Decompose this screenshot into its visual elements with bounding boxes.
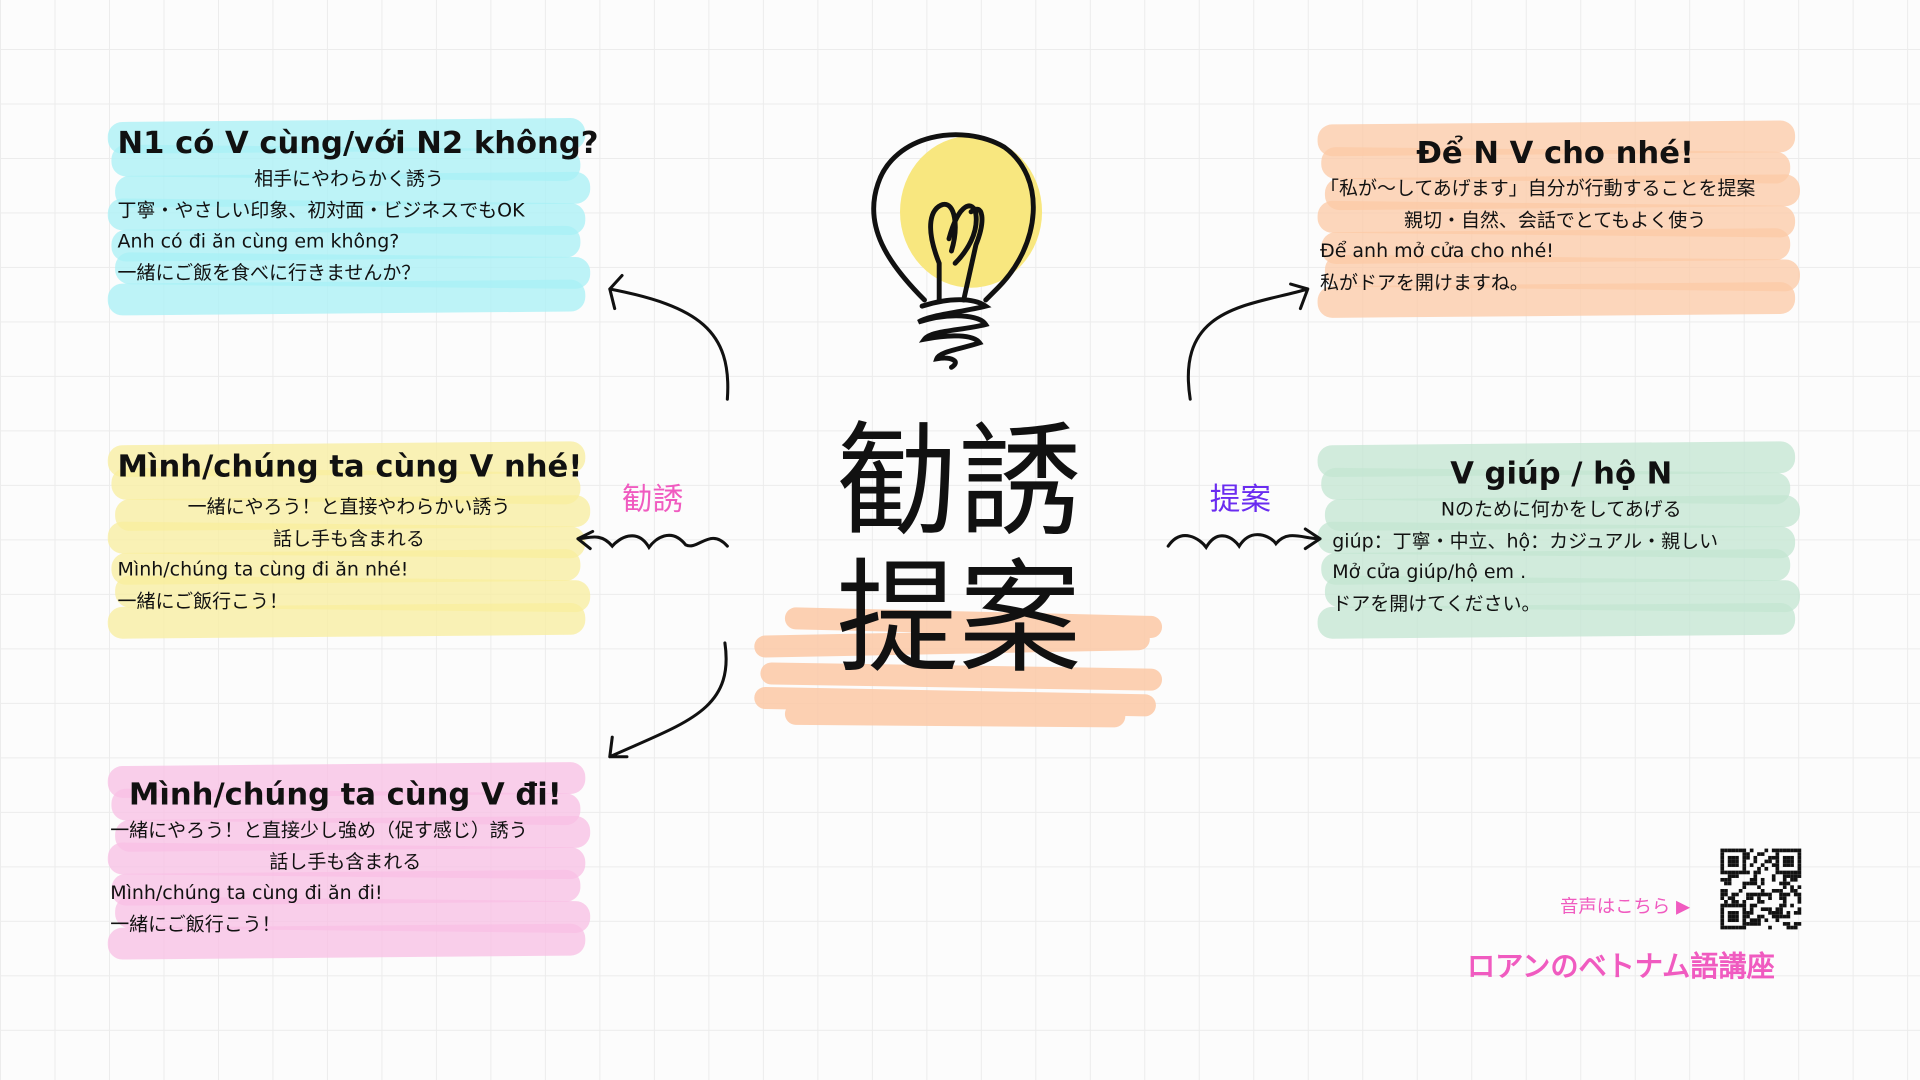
audio-link[interactable]: 音声はこちら ▶ [1560, 895, 1691, 918]
card-line: ドアを開けてください。 [1332, 592, 1541, 615]
arrow-to-card-giup [1166, 527, 1322, 551]
card-line: Để anh mở cửa cho nhé! [1320, 240, 1554, 263]
card-giup: V giúp / hộ N Nのために何かをしてあげる giúp：丁寧・中立、h… [1317, 441, 1801, 644]
center-title-line2: 提案 [836, 547, 1082, 691]
card-line: Mình/chúng ta cùng đi ăn đi! [110, 881, 383, 904]
label-kanyuu: 勧誘 [622, 481, 684, 517]
card-line: 丁寧・やさしい印象、初対面・ビジネスでもOK [117, 198, 525, 222]
card-line: 「私が～してあげます」自分が行動することを提案 [1320, 177, 1756, 200]
card-title: N1 có V cùng/với N2 không? [117, 124, 599, 161]
card-nhe: Mình/chúng ta cùng V nhé! 一緒にやろう！と直接やわらか… [107, 441, 591, 644]
arrow-to-card-question [608, 273, 730, 401]
card-line: 一緒にやろう！と直接やわらかい誘う [187, 495, 511, 518]
card-question: N1 có V cùng/với N2 không? 相手にやわらかく誘う 丁寧… [107, 117, 599, 321]
card-title: V giúp / hộ N [1450, 455, 1673, 492]
card-title: Mình/chúng ta cùng V đi! [128, 776, 562, 812]
arrow-to-card-de [1186, 282, 1310, 401]
center-title-line1: 勧誘 [836, 410, 1082, 554]
card-di: Mình/chúng ta cùng V đi! 一緒にやろう！と直接少し強め（… [107, 762, 591, 965]
card-line: 話し手も含まれる [269, 850, 422, 873]
arrow-to-card-di [608, 641, 728, 759]
card-line: Anh có đi ăn cùng em không? [117, 230, 400, 253]
card-de: Để N V cho nhé! 「私が～してあげます」自分が行動することを提案 … [1317, 120, 1801, 323]
card-line: 一緒にご飯を食べに行きませんか？ [117, 261, 421, 284]
card-line: 一緒にご飯行こう！ [110, 912, 281, 935]
label-teian: 提案 [1209, 481, 1272, 517]
card-title: Để N V cho nhé! [1416, 134, 1694, 171]
card-title: Mình/chúng ta cùng V nhé! [117, 448, 583, 484]
qr-code-icon[interactable] [1720, 848, 1802, 930]
lightbulb-icon [871, 132, 1043, 370]
card-line: 相手にやわらかく誘う [254, 167, 444, 190]
card-line: Mình/chúng ta cùng đi ăn nhé! [117, 558, 409, 581]
card-line: 一緒にご飯行こう！ [117, 589, 289, 612]
card-line: Nのために何かをしてあげる [1440, 498, 1682, 521]
brand-name: ロアンのベトナム語講座 [1466, 951, 1775, 984]
card-line: 親切・自然、会話でとてもよく使う [1404, 208, 1707, 231]
card-line: giúp：丁寧・中立、hộ：カジュアル・親しい [1332, 529, 1719, 552]
card-line: 一緒にやろう！と直接少し強め（促す感じ）誘う [110, 819, 528, 842]
arrow-to-card-nhe [576, 529, 729, 551]
center-title: 勧誘 提案 [836, 410, 1082, 691]
card-line: 私がドアを開けますね。 [1320, 271, 1529, 294]
card-line: Mở cửa giúp/hộ em . [1332, 560, 1527, 583]
card-line: 話し手も含まれる [273, 527, 425, 550]
